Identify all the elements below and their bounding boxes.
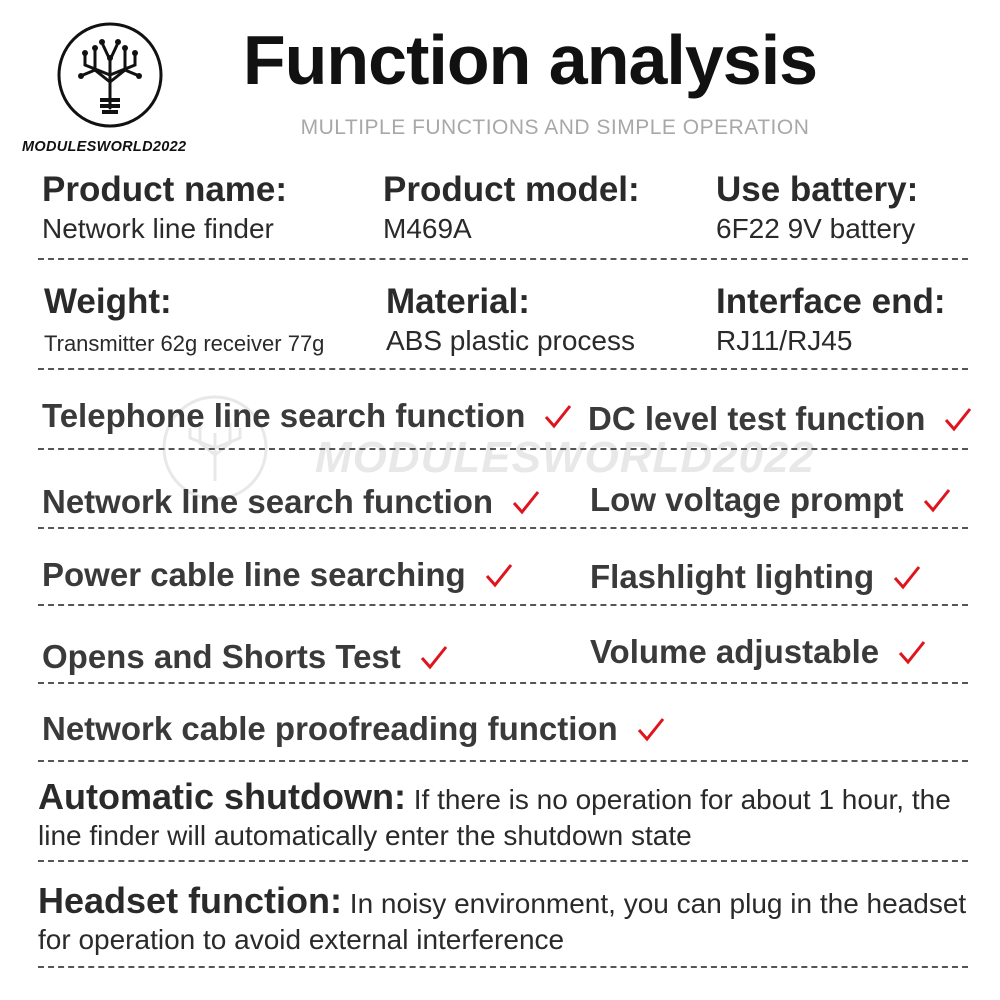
feature-label: Network line search function <box>42 483 494 520</box>
feature-item: Volume adjustable <box>590 632 927 672</box>
brand-logo <box>55 20 165 130</box>
feature-item: Low voltage prompt <box>590 480 952 520</box>
spec-value-product-model: M469A <box>383 213 472 244</box>
feature-item: Network line search function <box>42 482 541 522</box>
note-text: In noisy environment, you can plug in th… <box>38 888 967 955</box>
feature-label: Telephone line search function <box>42 397 526 434</box>
feature-label: Power cable line searching <box>42 556 466 593</box>
divider <box>38 860 968 862</box>
divider <box>38 966 968 968</box>
checkmark-icon <box>420 646 447 670</box>
note-lead: Headset function: <box>38 880 343 921</box>
feature-label: Opens and Shorts Test <box>42 638 401 675</box>
divider <box>38 368 968 370</box>
feature-label: DC level test function <box>588 400 926 437</box>
feature-item: DC level test function <box>588 399 973 439</box>
divider <box>38 604 968 606</box>
divider <box>38 258 968 260</box>
divider <box>38 527 968 529</box>
feature-label: Volume adjustable <box>590 633 880 670</box>
page-title: Function analysis <box>242 21 818 99</box>
checkmark-icon <box>894 566 921 590</box>
feature-item: Flashlight lighting <box>590 557 922 597</box>
spec-value-use-battery: 6F22 9V battery <box>716 213 916 244</box>
feature-item: Telephone line search function <box>42 396 573 436</box>
note-automatic-shutdown: Automatic shutdown: If there is no opera… <box>38 779 978 854</box>
divider <box>38 760 968 762</box>
circuit-tree-bulb-icon <box>57 22 163 128</box>
spec-label-material: Material: <box>386 282 530 321</box>
divider <box>38 448 968 450</box>
spec-label-weight: Weight: <box>44 282 172 321</box>
feature-label: Flashlight lighting <box>590 558 875 595</box>
spec-label-product-name: Product name: <box>42 170 288 209</box>
page-subtitle: MULTIPLE FUNCTIONS AND SIMPLE OPERATION <box>300 116 810 139</box>
note-lead: Automatic shutdown: <box>38 776 406 817</box>
checkmark-icon <box>945 408 972 432</box>
spec-label-product-model: Product model: <box>383 170 640 209</box>
spec-value-interface-end: RJ11/RJ45 <box>716 325 853 356</box>
checkmark-icon <box>899 641 926 665</box>
feature-item: Power cable line searching <box>42 555 514 595</box>
feature-label: Low voltage prompt <box>590 481 904 518</box>
note-headset-function: Headset function: In noisy environment, … <box>38 883 978 958</box>
watermark-text: MODULESWORLD2022 <box>315 433 816 482</box>
checkmark-icon <box>545 405 572 429</box>
note-text: If there is no operation for about 1 hou… <box>38 784 951 851</box>
spec-value-weight: Transmitter 62g receiver 77g <box>44 331 325 356</box>
checkmark-icon <box>485 564 512 588</box>
spec-label-use-battery: Use battery: <box>716 170 919 209</box>
spec-value-product-name: Network line finder <box>42 213 274 244</box>
checkmark-icon <box>923 489 950 513</box>
checkmark-icon <box>637 718 664 742</box>
checkmark-icon <box>512 491 540 515</box>
feature-item: Network cable proofreading function <box>42 709 666 749</box>
feature-label: Network cable proofreading function <box>42 710 618 747</box>
spec-value-material: ABS plastic process <box>386 325 635 356</box>
spec-label-interface-end: Interface end: <box>716 282 946 321</box>
divider <box>38 682 968 684</box>
brand-name: MODULESWORLD2022 <box>22 139 187 155</box>
feature-item: Opens and Shorts Test <box>42 637 449 677</box>
